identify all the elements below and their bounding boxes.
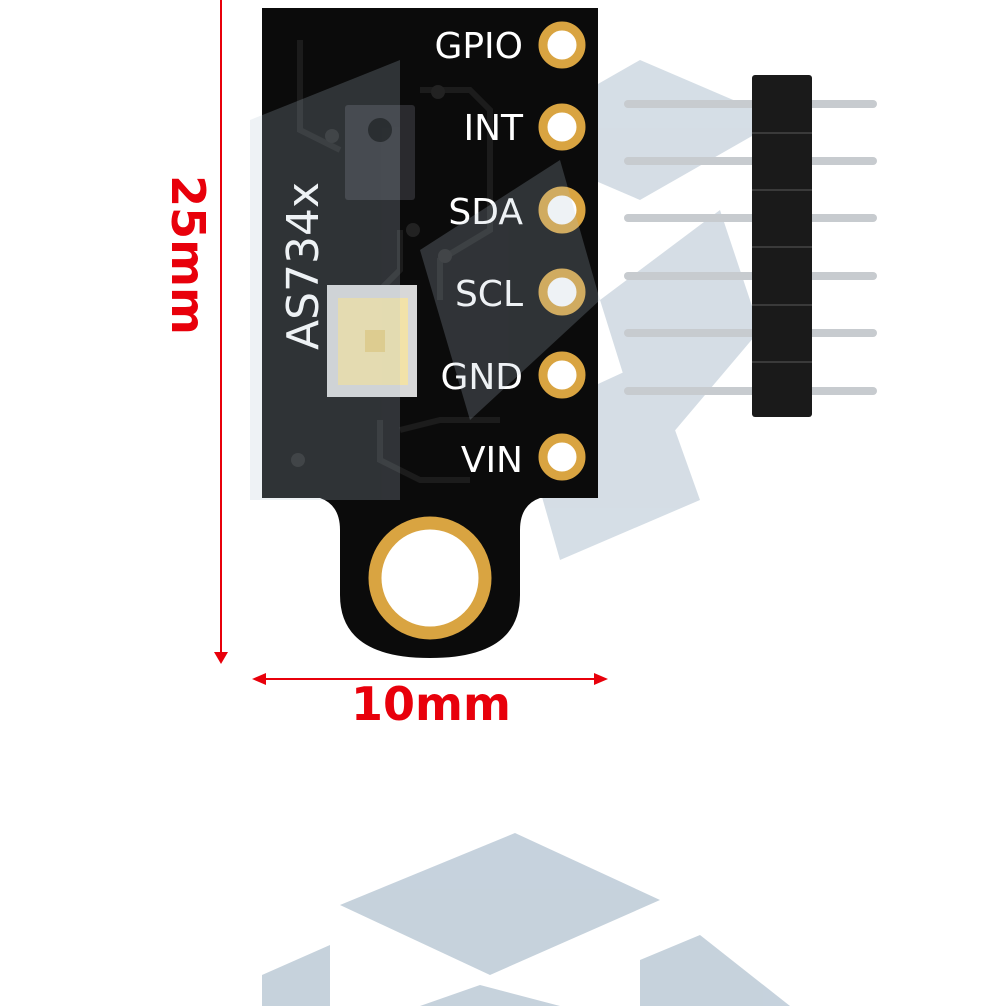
via-3: [406, 223, 420, 237]
pin-pad-scl: [538, 268, 586, 316]
pin-labels: GPIO INT SDA SCL GND VIN: [434, 26, 524, 481]
mounting-hole: [368, 516, 492, 640]
pin-pad-gpio: [538, 21, 586, 69]
height-label: 25mm: [161, 175, 215, 335]
pin-pad-sda: [538, 186, 586, 234]
width-label: 10mm: [351, 677, 511, 731]
pin-header: [624, 75, 877, 417]
height-arrowhead: [214, 652, 228, 664]
watermark-overlay: [250, 60, 600, 500]
via-5: [291, 453, 305, 467]
via-4: [438, 249, 452, 263]
pin-pad-gnd: [538, 351, 586, 399]
pin-label-int: INT: [463, 108, 524, 149]
pin-label-vin: VIN: [461, 440, 523, 481]
via-1: [325, 129, 339, 143]
dimension-width: 10mm: [252, 673, 608, 731]
sensor-aperture: [368, 118, 392, 142]
header-pins: [624, 100, 877, 395]
pin-label-scl: SCL: [455, 274, 523, 315]
pin-pad-vin: [538, 433, 586, 481]
pin-pad-int: [538, 103, 586, 151]
width-arrowhead-left: [252, 673, 266, 685]
width-arrowhead-right: [594, 673, 608, 685]
pin-label-sda: SDA: [448, 192, 523, 233]
via-2: [431, 85, 445, 99]
header-dividers: [752, 132, 812, 363]
pin-label-gpio: GPIO: [434, 26, 523, 67]
pcb-board: AS734x GPIO INT SDA SCL GND VIN: [262, 8, 598, 658]
dimension-height: 25mm: [161, 0, 228, 664]
pcb-traces: [297, 40, 500, 483]
pin-pads: [538, 21, 586, 481]
watermark-logo-lower: [262, 833, 790, 1006]
pin-label-gnd: GND: [440, 357, 523, 398]
led-die: [365, 330, 385, 352]
board-name: AS734x: [278, 182, 329, 350]
sensor-chip: [345, 105, 415, 200]
